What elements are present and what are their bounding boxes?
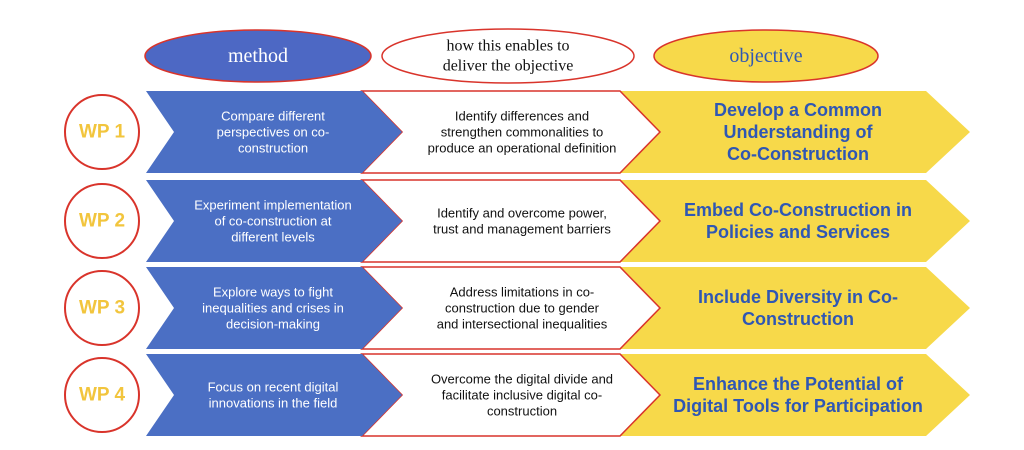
objective-chevron [616, 267, 970, 349]
enables-header-label-line: deliver the objective [443, 58, 574, 75]
objective-text-line: Construction [742, 309, 854, 329]
objective-text-line: Embed Co-Construction in [684, 200, 912, 220]
wp-circle [64, 183, 140, 259]
wp-label: WP 3 [79, 298, 125, 319]
method-chevron [146, 180, 402, 262]
wp-circle [64, 270, 140, 346]
objective-text-line: Policies and Services [706, 222, 890, 242]
enables-text-line: construction due to gender [445, 301, 600, 316]
method-text-line: innovations in the field [209, 396, 338, 411]
method-text-line: Focus on recent digital [208, 380, 339, 395]
method-header-label: method [228, 45, 288, 67]
enables-text-line: Address limitations in co- [450, 285, 595, 300]
work-package-row-2: WP 2 [64, 179, 970, 263]
method-text-line: different levels [231, 230, 315, 245]
objective-text-line: Include Diversity in Co- [698, 287, 898, 307]
wp-label: WP 2 [79, 211, 125, 232]
enables-text-line: facilitate inclusive digital co- [442, 388, 602, 403]
wp-label: WP 4 [79, 385, 126, 406]
objective-text-line: Enhance the Potential of [693, 374, 904, 394]
enables-text-line: Identify and overcome power, [437, 206, 607, 221]
enables-text-line: Overcome the digital divide and [431, 372, 613, 387]
wp-circle [64, 94, 140, 170]
enables-text-line: and intersectional inequalities [437, 317, 608, 332]
method-chevron [146, 267, 402, 349]
enables-header-ellipse [381, 28, 635, 84]
method-chevron [146, 354, 402, 436]
enables-header-label-line: how this enables to [446, 38, 569, 55]
objective-header-ellipse [653, 29, 879, 83]
method-text-line: Compare different [221, 109, 325, 124]
objective-chevron [616, 91, 970, 173]
enables-text-line: trust and management barriers [433, 222, 611, 237]
objective-header-label: objective [729, 45, 802, 67]
objective-chevron [616, 354, 970, 436]
method-text-line: Explore ways to fight [213, 285, 333, 300]
objective-text-line: Understanding of [724, 122, 874, 142]
enables-text-line: strengthen commonalities to [441, 125, 604, 140]
method-header-ellipse [144, 29, 372, 83]
work-package-row-1: WP 1 [64, 90, 970, 174]
wp-circle [64, 357, 140, 433]
method-text-line: perspectives on co- [217, 125, 330, 140]
work-package-row-4: WP 4 [64, 353, 970, 437]
enables-text-line: Identify differences and [455, 109, 589, 124]
method-text-line: inequalities and crises in [202, 301, 344, 316]
wp-label: WP 1 [79, 122, 126, 143]
method-text-line: of co-construction at [214, 214, 331, 229]
method-text-line: decision-making [226, 317, 320, 332]
method-text-line: construction [238, 141, 308, 156]
objective-chevron [616, 180, 970, 262]
method-text-line: Experiment implementation [194, 198, 352, 213]
objective-text-line: Co-Construction [727, 144, 869, 164]
work-package-row-3: WP 3 [64, 266, 970, 350]
method-chevron [146, 91, 402, 173]
enables-text-line: produce an operational definition [428, 141, 617, 156]
enables-text-line: construction [487, 404, 557, 419]
objective-text-line: Digital Tools for Participation [673, 396, 923, 416]
objective-text-line: Develop a Common [714, 100, 882, 120]
